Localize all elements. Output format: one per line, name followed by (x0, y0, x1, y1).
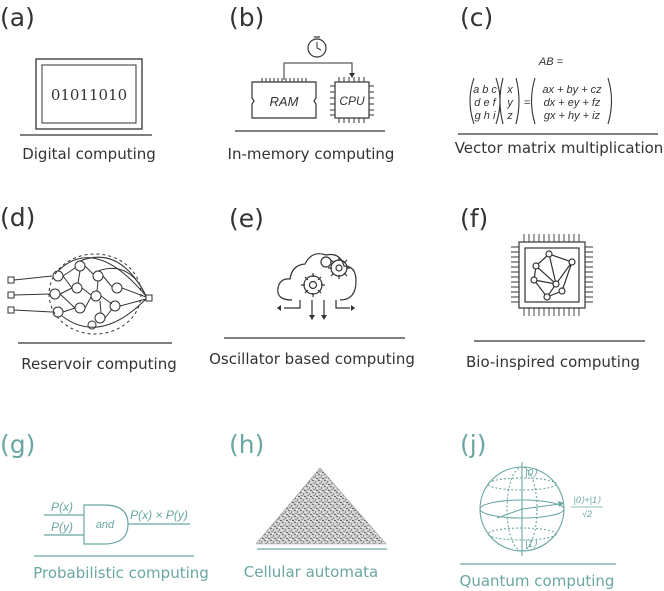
ket-zero: |0⟩ (525, 468, 537, 479)
state-arrow-head (558, 501, 564, 507)
superposition-numerator: |0⟩+|1⟩ (574, 495, 601, 505)
panel-a: (a) 01011010 Digital computing (0, 3, 156, 163)
arrow-heads (277, 305, 355, 320)
cpu-label: CPU (339, 94, 365, 108)
panel-j-letter: (j) (460, 430, 486, 459)
panel-e-caption: Oscillator based computing (209, 350, 415, 368)
gate-label: and (96, 519, 115, 531)
panel-c: (c) AB = a b c d e f g h i x y z = ax + … (455, 3, 664, 157)
panel-h: (h) Cellular automata (229, 430, 387, 581)
neuromorphic-chip-icon (511, 234, 593, 316)
monitor-icon (35, 58, 143, 130)
data-path-arrow (283, 62, 353, 80)
cellular-automaton-triangle (255, 467, 387, 545)
matrix-row-2: d e f (474, 97, 496, 109)
arrow-head (349, 73, 355, 78)
vector-row-2: y (506, 97, 514, 109)
equation-title: AB = (538, 56, 564, 68)
panel-f-letter: (f) (460, 204, 488, 233)
panel-c-caption: Vector matrix multiplication (455, 139, 664, 157)
panel-f-caption: Bio-inspired computing (466, 353, 640, 371)
panel-g-caption: Probabilistic computing (33, 564, 209, 582)
panel-b-letter: (b) (229, 3, 264, 32)
panel-g-letter: (g) (0, 430, 35, 459)
input-py-label: P(y) (51, 520, 73, 534)
panel-e-letter: (e) (229, 204, 264, 233)
matrix-row-1: a b c (473, 84, 497, 96)
panel-e: (e) Oscillator based computing (209, 204, 415, 368)
cloud-gears-icon (277, 253, 357, 318)
matrix-brackets (469, 77, 613, 125)
panel-c-letter: (c) (460, 3, 493, 32)
clock-icon (307, 36, 327, 58)
ram-chip-icon (251, 78, 317, 119)
output-label: P(x) × P(y) (130, 508, 188, 522)
panel-a-letter: (a) (0, 3, 35, 32)
panel-d: (d) Reservoir comput (0, 203, 177, 373)
input-px-label: P(x) (51, 500, 73, 514)
superposition-denominator: √2 (582, 509, 592, 519)
panel-d-letter: (d) (0, 203, 35, 232)
ram-label: RAM (270, 94, 299, 109)
bloch-sphere-icon (479, 462, 565, 556)
panel-d-caption: Reservoir computing (21, 355, 177, 373)
cpu-chip-icon (330, 77, 374, 123)
panel-j: (j) |0⟩ |1⟩ |0⟩+|1⟩ √2 Quantum computing (460, 430, 616, 590)
matrix-row-3: g h i (475, 110, 496, 122)
panel-j-caption: Quantum computing (460, 572, 615, 590)
result-row-2: dx + ey + fz (544, 97, 601, 109)
panel-a-caption: Digital computing (22, 145, 156, 163)
binary-code: 01011010 (51, 86, 127, 104)
reservoir-network-icon (7, 253, 153, 335)
panel-b-caption: In-memory computing (228, 145, 395, 163)
equals-sign: = (524, 97, 531, 109)
result-row-1: ax + by + cz (542, 84, 602, 96)
ket-one: |1⟩ (525, 539, 537, 550)
result-row-3: gx + hy + iz (544, 110, 601, 122)
vector-row-1: x (506, 84, 513, 96)
panel-h-caption: Cellular automata (244, 563, 378, 581)
panel-f: (f) Bio-inspired computing (460, 204, 645, 371)
panel-h-letter: (h) (229, 430, 264, 459)
and-gate-icon (44, 504, 190, 545)
panel-g: (g) P(x) P(y) and P(x) × P(y) Probabilis… (0, 430, 209, 582)
panel-b: (b) RAM CPU In-memory computing (228, 3, 395, 163)
vector-row-3: z (506, 110, 513, 122)
